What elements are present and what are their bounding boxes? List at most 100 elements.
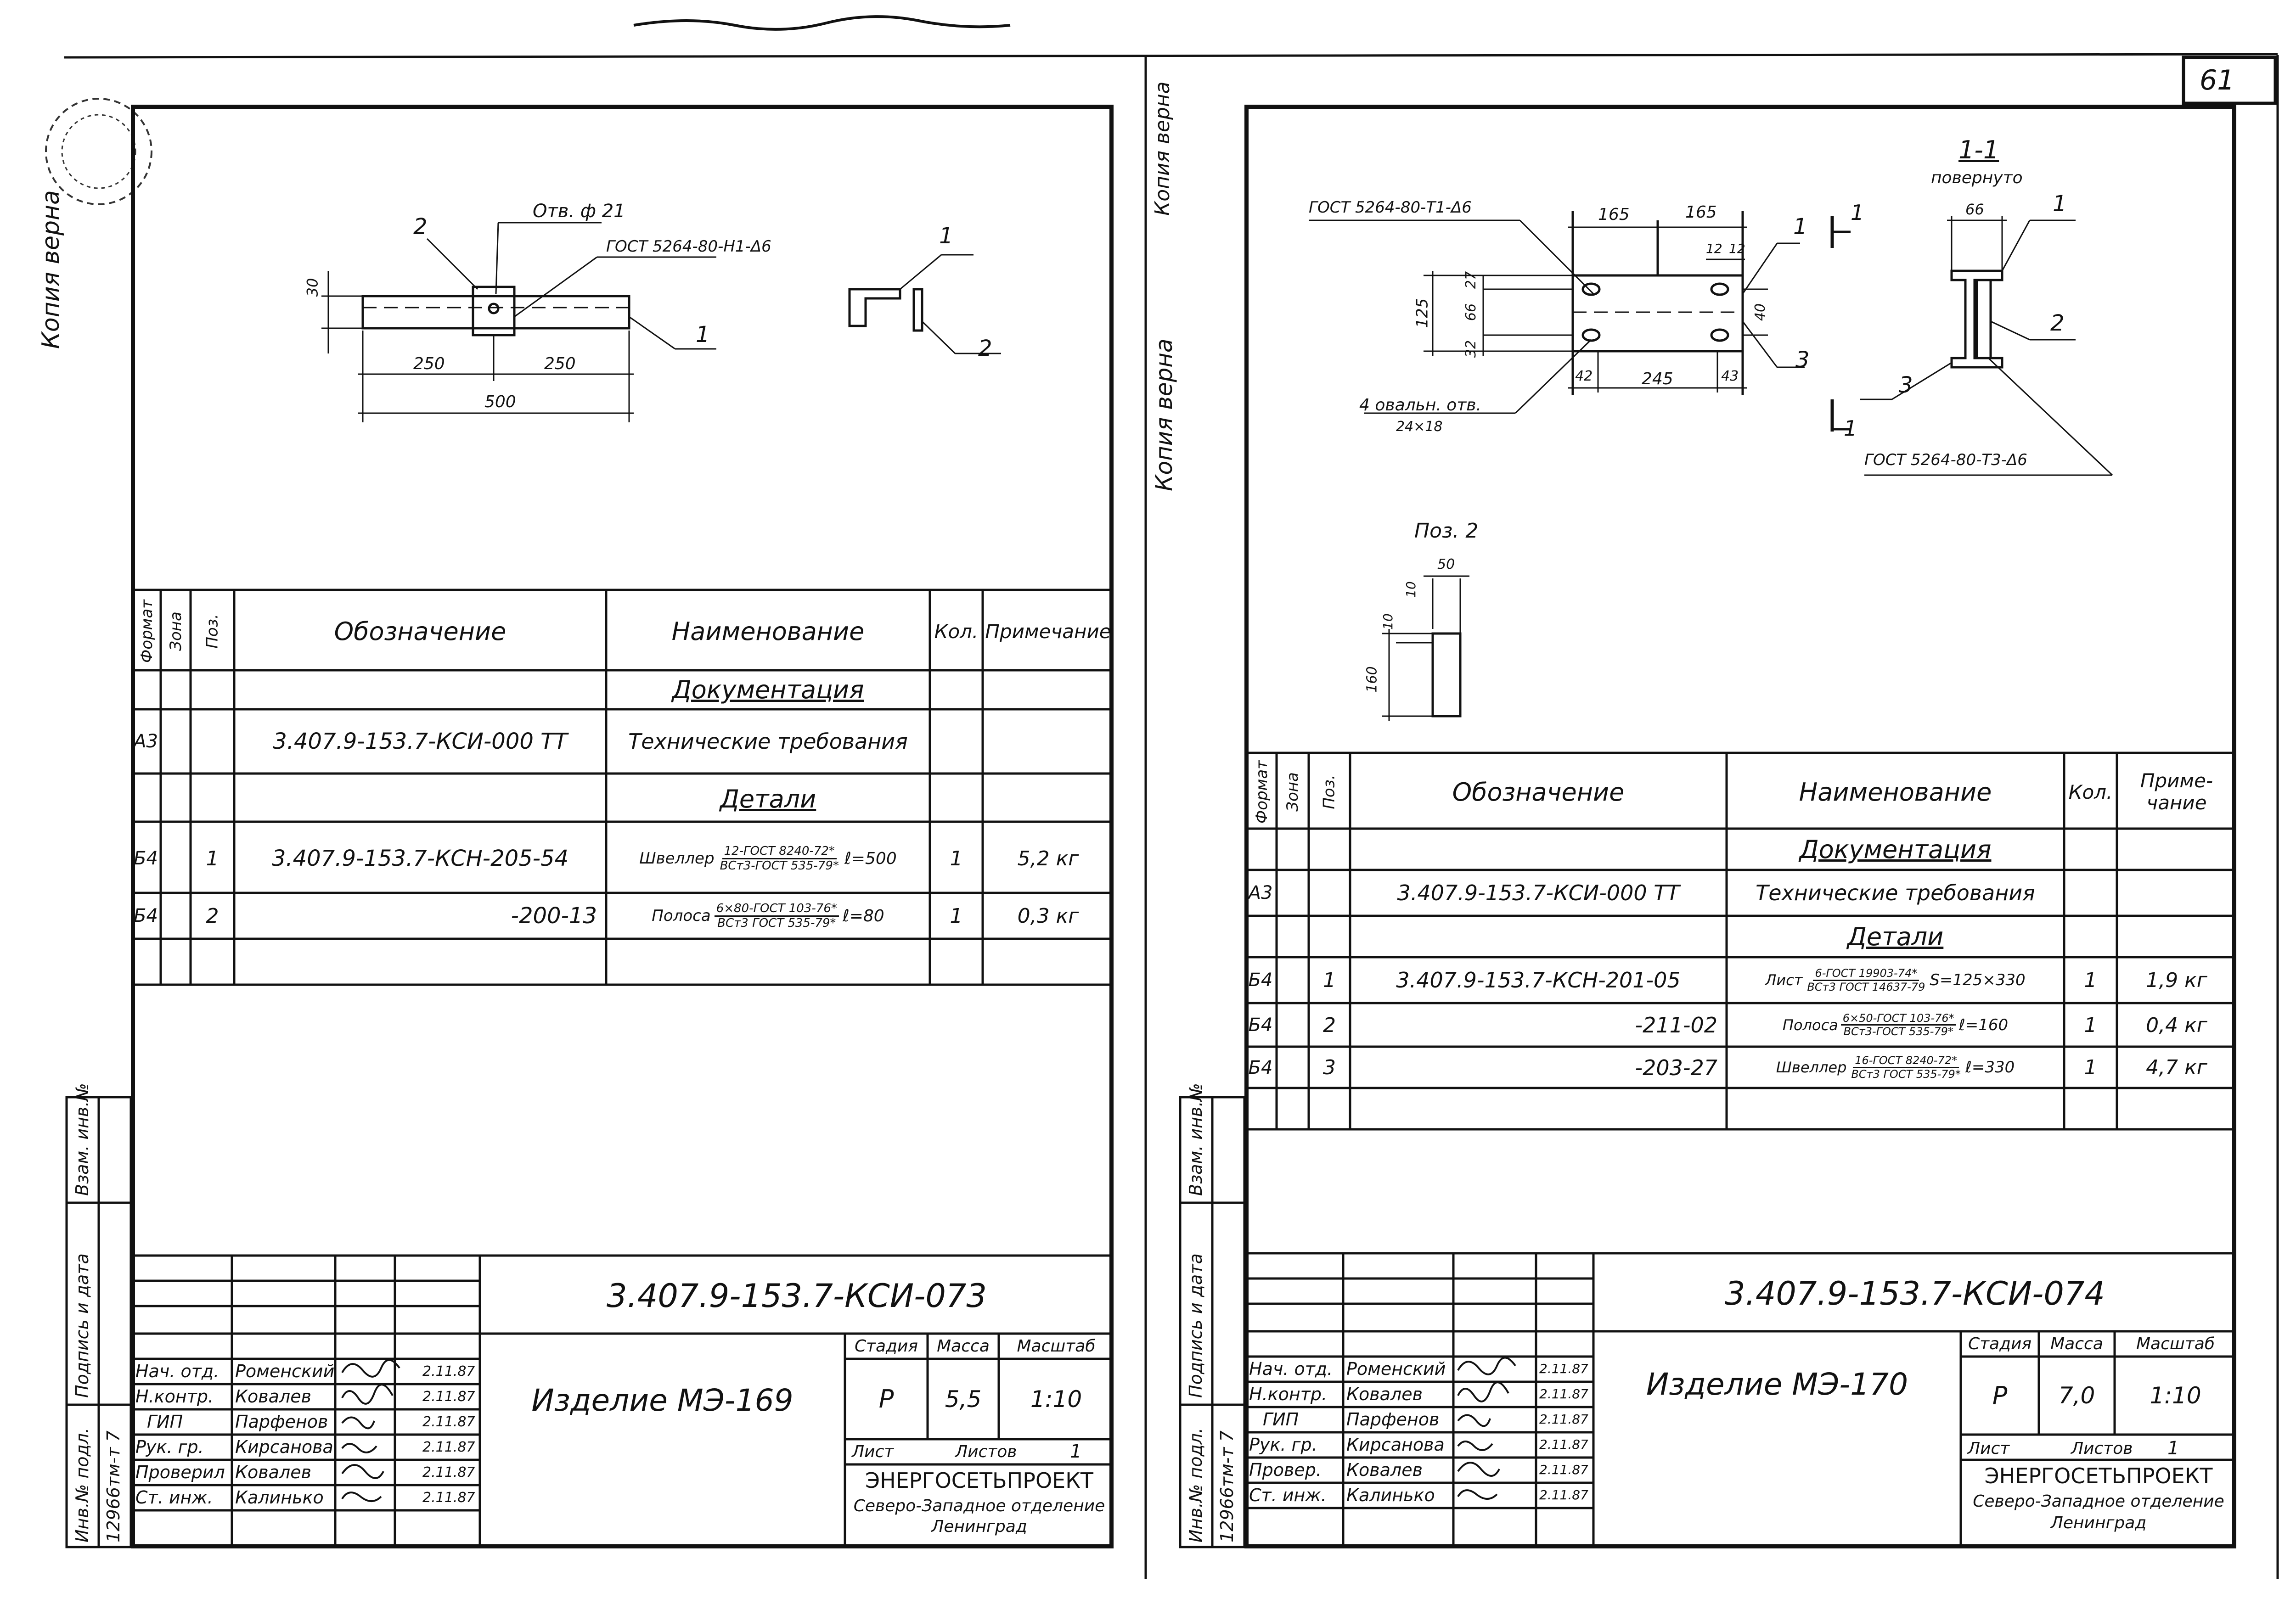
right-tb-stage: Р [1992, 1381, 2008, 1410]
right-cut-1a: 1 [1851, 200, 1864, 225]
left-row1-name-main: Швеллер [639, 849, 715, 868]
right-row1-pos: 1 [1323, 968, 1336, 992]
left-tb-org3: Ленинград [931, 1517, 1027, 1536]
right-tb-date-3: 2.11.87 [1539, 1437, 1588, 1452]
right-section-dim-66: 66 [1965, 201, 1984, 218]
right-row3-fraction: 16-ГОСТ 8240-72*ВСт3 ГОСТ 535-79* [1849, 1054, 1962, 1080]
left-row2-extra: ℓ=80 [842, 906, 884, 925]
right-tb-name-2: Парфенов [1346, 1409, 1440, 1430]
left-hdr-note: Примечание [985, 620, 1111, 643]
right-row2-name: Полоса 6×50-ГОСТ 103-76*ВСт3-ГОСТ 535-79… [1727, 1003, 2064, 1047]
right-cut-1b: 1 [1844, 416, 1857, 441]
left-row2-num: 6×80-ГОСТ 103-76* [714, 902, 839, 917]
left-row1-name: Швеллер 12-ГОСТ 8240-72*ВСт3-ГОСТ 535-79… [606, 826, 930, 891]
right-row3-pos: 3 [1323, 1056, 1336, 1079]
left-tb-sheet-h: Лист [852, 1442, 894, 1461]
right-row1-name: Лист 6-ГОСТ 19903-74*ВСт3 ГОСТ 14637-79 … [1727, 957, 2064, 1003]
right-hdr-name: Наименование [1799, 777, 1992, 807]
right-tb-sheets-h: Листов [2071, 1439, 2133, 1458]
left-row1-pos: 1 [206, 847, 219, 870]
right-dim-43: 43 [1721, 368, 1739, 384]
right-row1-note: 1,9 кг [2146, 968, 2207, 992]
right-row0-name: Технические требования [1756, 880, 2035, 905]
right-dim-12a: 12 [1706, 241, 1722, 256]
right-weld-bottom: ГОСТ 5264-80-Т3-Δ6 [1864, 451, 2027, 469]
right-row2-num: 6×50-ГОСТ 103-76* [1840, 1012, 1956, 1026]
left-row1-format: Б4 [134, 848, 158, 869]
right-hdr-note: Приме- чание [2117, 755, 2236, 829]
left-row2-fraction: 6×80-ГОСТ 103-76*ВСт3 ГОСТ 535-79* [714, 902, 839, 930]
left-row2-note: 0,3 кг [1017, 904, 1079, 928]
right-section-sub: повернуто [1931, 168, 2023, 187]
right-row1-den: ВСт3 ГОСТ 14637-79 [1807, 980, 1925, 993]
left-tb-stage: Р [878, 1385, 894, 1413]
right-row2-format: Б4 [1248, 1015, 1273, 1036]
left-row1-num: 12-ГОСТ 8240-72* [722, 845, 837, 859]
right-holes: 4 овальн. отв. [1359, 396, 1481, 415]
left-tb-name-1: Ковалев [235, 1386, 311, 1407]
left-hdr-designation: Обозначение [334, 617, 506, 646]
right-sheet-frame [1244, 105, 2236, 1548]
left-row1-designation: 3.407.9-153.7-КСН-205-54 [271, 846, 569, 871]
left-tb-code: 3.407.9-153.7-КСИ-073 [607, 1277, 987, 1315]
left-callout-1: 1 [696, 322, 710, 348]
left-side-callout-1: 1 [939, 223, 953, 249]
right-tb-scale: 1:10 [2150, 1382, 2201, 1409]
right-tb-name-5: Калинько [1346, 1485, 1435, 1505]
right-tb-role-3: Рук. гр. [1249, 1435, 1317, 1455]
right-hdr-designation: Обозначение [1452, 777, 1625, 807]
right-tb-name-1: Ковалев [1346, 1384, 1423, 1404]
left-dim-250b: 250 [544, 354, 576, 373]
right-callout-1: 1 [1793, 214, 1807, 240]
left-side-callout-2: 2 [978, 336, 992, 361]
right-pos2-50: 50 [1437, 556, 1455, 572]
right-row1-fraction: 6-ГОСТ 19903-74*ВСт3 ГОСТ 14637-79 [1805, 967, 1927, 993]
left-row2-name-main: Полоса [652, 907, 711, 925]
left-row0-designation: 3.407.9-153.7-КСИ-000 ТТ [273, 729, 568, 754]
right-tb-role-4: Провер. [1249, 1460, 1322, 1480]
left-tb-date-2: 2.11.87 [422, 1414, 475, 1430]
right-sec-callout-1: 1 [2053, 191, 2067, 217]
right-row1-num: 6-ГОСТ 19903-74* [1813, 967, 1919, 981]
left-tb-role-4: Проверил [135, 1462, 225, 1482]
right-tb-date-4: 2.11.87 [1539, 1462, 1588, 1477]
right-tb-mass-h: Масса [2050, 1335, 2103, 1353]
left-row2-qty: 1 [950, 904, 963, 928]
right-row2-name-main: Полоса [1782, 1016, 1838, 1034]
left-tb-product: Изделие МЭ-169 [531, 1382, 793, 1418]
left-row2-designation: -200-13 [511, 903, 597, 929]
right-pos2-title: Поз. 2 [1414, 519, 1479, 543]
right-dim-245: 245 [1642, 370, 1673, 388]
left-tb-mass: 5,5 [945, 1385, 982, 1413]
right-row3-den: ВСт3 ГОСТ 535-79* [1851, 1067, 1961, 1081]
right-row0-format: А3 [1248, 882, 1273, 903]
left-tb-org1: ЭНЕРГОСЕТЬПРОЕКТ [865, 1468, 1093, 1493]
left-dim-500: 500 [484, 393, 516, 411]
left-tb-role-3: Рук. гр. [135, 1437, 204, 1457]
right-row3-qty: 1 [2084, 1056, 2097, 1079]
left-tb-date-1: 2.11.87 [422, 1389, 475, 1405]
right-row1-format: Б4 [1248, 970, 1273, 991]
right-section-parts: Детали [1847, 922, 1944, 951]
left-row1-note: 5,2 кг [1017, 847, 1079, 870]
right-tb-code: 3.407.9-153.7-КСИ-074 [1725, 1274, 2105, 1312]
right-row1-designation: 3.407.9-153.7-КСН-201-05 [1396, 968, 1681, 993]
right-row2-qty: 1 [2084, 1013, 2097, 1037]
right-dim-165a: 165 [1598, 205, 1630, 224]
right-row2-den: ВСт3-ГОСТ 535-79* [1843, 1025, 1953, 1038]
right-hdr-qty: Кол. [2068, 780, 2113, 803]
left-tb-scale-h: Масштаб [1017, 1337, 1096, 1356]
page-number: 61 [2200, 64, 2235, 96]
left-row1-qty: 1 [950, 847, 963, 870]
left-tb-role-0: Нач. отд. [135, 1361, 219, 1381]
left-tb-role-2: ГИП [147, 1412, 183, 1432]
left-tb-date-5: 2.11.87 [422, 1490, 475, 1506]
right-row1-name-main: Лист [1765, 971, 1803, 989]
